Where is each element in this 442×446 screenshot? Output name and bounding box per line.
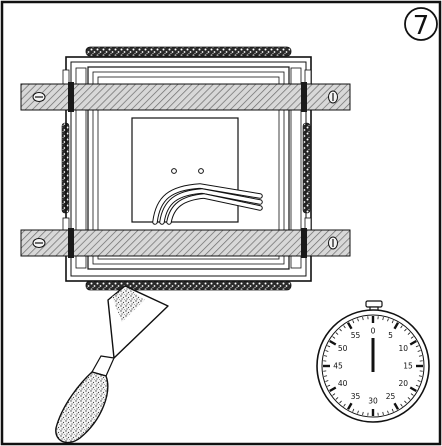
inner-panel [131,117,239,223]
dial-minor-tick [324,375,328,377]
screw-icon [328,90,338,104]
dial-major-tick [329,386,337,393]
clamp-post [68,82,74,112]
dial-number: 45 [333,362,343,371]
dial-minor-tick [362,317,364,321]
dial-minor-tick [400,403,403,407]
dial-minor-tick [327,345,331,348]
dial-number: 50 [338,344,348,353]
dial-minor-tick [324,355,328,357]
step-number: 7 [413,11,430,41]
dial-minor-tick [332,393,336,396]
screw-icon [32,92,46,102]
stopwatch-icon: 0 5 10 15 20 25 30 35 40 45 50 55 [316,300,430,423]
screw-icon [328,236,338,250]
dial-number: 10 [399,344,409,353]
dial-number: 5 [388,331,393,340]
dial-minor-tick [362,411,364,415]
dial-minor-tick [332,336,336,339]
dial-minor-tick [387,410,389,414]
dial-minor-tick [410,393,414,396]
clamp-post [301,228,307,258]
dial-minor-tick [391,320,394,324]
dial-major-tick [329,339,337,346]
dial-minor-tick [357,410,359,414]
stopwatch-crown [365,300,383,308]
step-badge: 7 [404,7,438,41]
dial-minor-tick [382,317,384,321]
putty-knife-icon [55,285,169,444]
dial-minor-tick [352,320,355,324]
dial-minor-tick [400,325,403,329]
dial-minor-tick [404,328,407,332]
dial-minor-tick [418,355,422,357]
dial-minor-tick [335,332,339,335]
dial-minor-tick [391,408,394,412]
dial-minor-tick [343,403,346,407]
dial-number: 20 [399,379,409,388]
dial-minor-tick [407,332,411,335]
clamp-post [301,82,307,112]
dial-number: 25 [386,392,396,401]
dial-minor-tick [410,336,414,339]
clamp-bar-top [20,82,351,112]
dial-minor-tick [325,380,329,382]
dial-major-tick [393,322,400,330]
dial-minor-tick [327,384,331,387]
dial-number: 35 [351,392,361,401]
dial-major-tick [393,402,400,410]
dial-minor-tick [357,318,359,322]
dial-minor-tick [382,411,384,415]
dial-number: 40 [338,379,348,388]
dial-minor-tick [343,325,346,329]
sealant-strip-bottom [85,280,292,291]
dial-minor-tick [339,328,342,332]
dial-minor-tick [387,318,389,322]
dial-minor-tick [407,397,411,400]
cable-bundle [152,183,263,225]
stopwatch-dial-numbers: 0 5 10 15 20 25 30 35 40 45 50 55 [333,327,413,406]
dial-minor-tick [415,384,419,387]
dial-minor-tick [404,400,407,404]
dial-number: 15 [403,362,413,371]
clamp-post [68,228,74,258]
stopwatch-hand [371,338,375,372]
mount-hole-right [198,168,204,174]
dial-number: 55 [351,331,361,340]
dial-minor-tick [415,345,419,348]
dial-minor-tick [417,350,421,352]
dial-number: 30 [368,397,378,406]
dial-major-tick [409,339,417,346]
dial-minor-tick [417,380,421,382]
dial-major-tick [346,402,353,410]
dial-number: 0 [371,327,376,336]
screw-icon [32,238,46,248]
dial-minor-tick [335,397,339,400]
dial-minor-tick [325,350,329,352]
stopwatch-ticks [323,316,423,416]
window-frame [62,56,312,282]
dial-major-tick [346,322,353,330]
sealant-strip-top [85,46,292,57]
dial-minor-tick [418,375,422,377]
dial-major-tick [409,386,417,393]
mount-hole-left [171,168,177,174]
dial-minor-tick [339,400,342,404]
dial-minor-tick [352,408,355,412]
clamp-bar-bottom [20,228,351,258]
